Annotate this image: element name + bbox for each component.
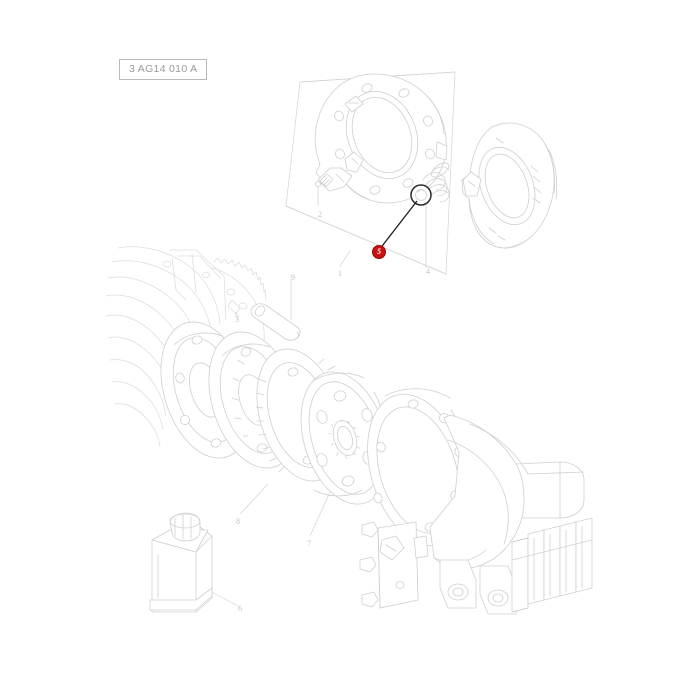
actuator-backing-plate	[314, 73, 448, 204]
adjuster-screw	[314, 173, 334, 206]
actuator-pressure-plate	[461, 122, 558, 249]
callout-number-2: 2	[318, 210, 322, 219]
callout-number-8: 8	[236, 517, 240, 526]
dowel-pin	[250, 279, 301, 341]
axle-housing	[429, 414, 585, 615]
detent-ball	[410, 184, 432, 206]
mounting-bracket	[359, 521, 429, 609]
callout-1-leader	[339, 250, 351, 267]
axle-housing-flange	[367, 388, 469, 547]
oil-can	[149, 512, 239, 613]
callout-number-6: 6	[238, 604, 242, 613]
callout-8-leader	[239, 483, 269, 515]
cooling-fins	[511, 517, 593, 613]
highlight-leader-line	[378, 200, 418, 251]
highlight-marker[interactable]: 5	[372, 245, 386, 259]
callout-number-4: 4	[426, 267, 430, 276]
highlight-marker-number: 5	[377, 247, 381, 256]
callout-number-1: 1	[338, 269, 342, 278]
part-number-label: 3 AG14 010 A	[119, 59, 208, 80]
callout-number-9: 9	[291, 273, 295, 282]
callout-number-7: 7	[307, 539, 311, 548]
callout-number-3: 3	[235, 315, 239, 324]
